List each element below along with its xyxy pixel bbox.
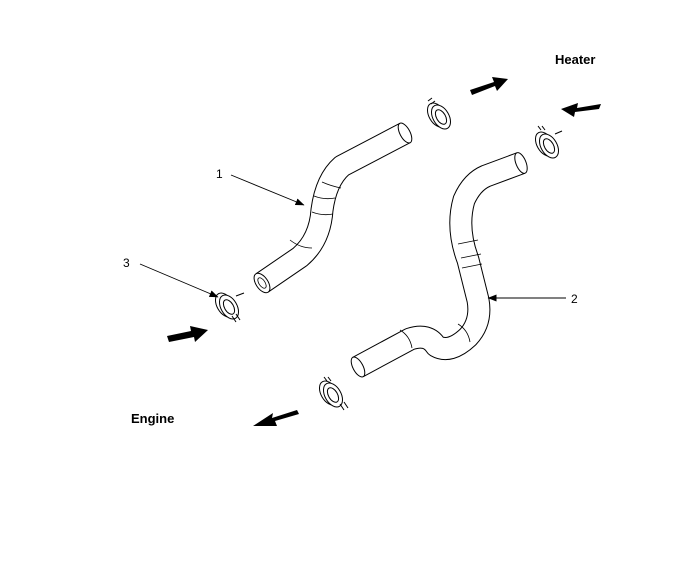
- flow-arrow-to-engine: [253, 410, 299, 426]
- engine-label: Engine: [131, 411, 175, 426]
- callout-1: 1: [216, 167, 223, 181]
- leader-line-3: [139, 263, 219, 298]
- hose-1: [253, 122, 413, 294]
- flow-arrow-from-heater: [561, 103, 601, 117]
- callout-2: 2: [571, 292, 578, 306]
- leader-line-1: [230, 174, 305, 206]
- clamp-heater-right: [535, 125, 563, 159]
- heater-label: Heater: [555, 52, 596, 67]
- flow-arrow-from-engine: [167, 326, 208, 342]
- clamp-3: [215, 292, 245, 323]
- clamp-heater-left: [427, 97, 451, 130]
- callout-3: 3: [123, 256, 130, 270]
- flow-arrow-to-heater: [470, 77, 508, 95]
- hose-2: [350, 152, 528, 378]
- clamp-engine: [319, 376, 349, 411]
